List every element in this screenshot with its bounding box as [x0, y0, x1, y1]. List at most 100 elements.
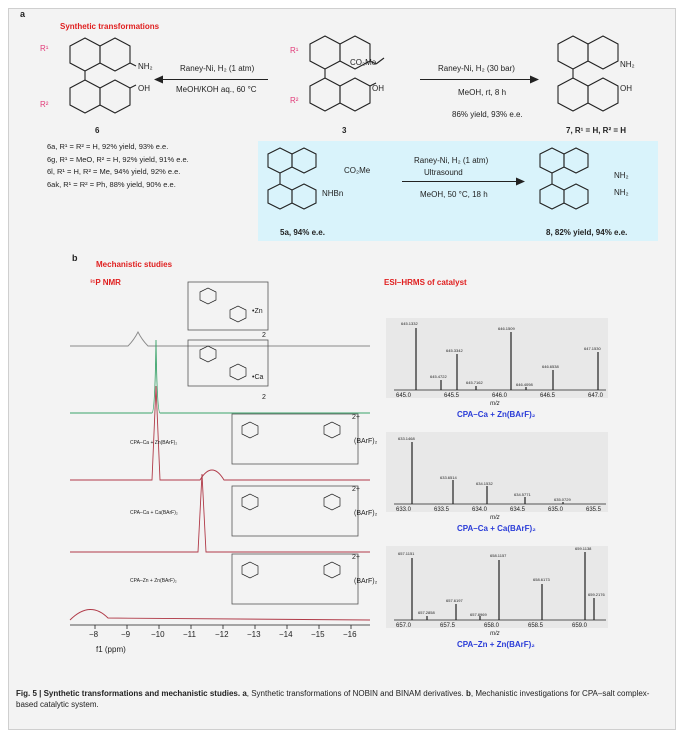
sub-2-label-a: 2	[262, 332, 266, 339]
ms2-peak: 633.1468	[398, 436, 415, 441]
panel-a-title: Synthetic transformations	[60, 22, 160, 31]
caption-a-text: , Synthetic transformations of NOBIN and…	[246, 689, 464, 698]
molecule-6	[69, 37, 137, 114]
left-cond-2: MeOH/KOH aq., 60 °C	[176, 85, 257, 94]
sub-2-label-b: 2	[262, 394, 266, 401]
inset-arrow	[402, 181, 520, 182]
zn-salt-label: •Zn	[252, 308, 263, 315]
barf-label-3: (BArF)₂	[354, 578, 378, 585]
ms2-tick: 633.5	[434, 507, 450, 513]
ms1-tick: 646.5	[540, 393, 556, 399]
ms3-tick: 658.0	[484, 623, 500, 629]
derivative-list: 6a, R¹ = R² = H, 92% yield, 93% e.e. 6g,…	[47, 141, 189, 191]
charge-label-2: 2+	[352, 486, 360, 493]
caption-figlabel: Fig. 5 | Synthetic transformations and m…	[16, 689, 241, 698]
mixture-label-1: CPA–Ca + Zn(BArF)₂	[130, 440, 178, 446]
mixture-label-3: CPA–Zn + Zn(BArF)₂	[130, 578, 177, 584]
ms3-tick: 657.5	[440, 623, 456, 629]
ms1-title: CPA–Ca + Zn(BArF)₂	[457, 410, 536, 419]
nmr-tick: −16	[343, 630, 357, 639]
caption-a-label: a	[242, 689, 247, 698]
nmr-tick: −14	[279, 630, 293, 639]
inset-cond-1: Raney-Ni, H₂ (1 atm)	[414, 156, 489, 165]
nmr-spectra	[69, 281, 371, 629]
ms3-tick: 659.0	[572, 623, 588, 629]
molecule-3	[309, 35, 385, 112]
oh-label-6: OH	[138, 84, 150, 93]
ca-salt-label: •Ca	[252, 374, 264, 381]
nh2-label-6: NH₂	[138, 62, 153, 71]
nmr-tick: −15	[311, 630, 325, 639]
ms-panel-2	[386, 432, 608, 512]
ms1-peak: 647.1530	[584, 346, 601, 351]
molecule-8	[539, 147, 589, 210]
inset-arrowhead-icon	[516, 177, 525, 186]
ms-spectrum-2	[394, 442, 606, 505]
derivative-item: 6l, R¹ = H, R² = Me, 94% yield, 92% e.e.	[47, 167, 181, 176]
left-arrow	[158, 79, 268, 80]
oh-label-7: OH	[620, 84, 632, 93]
co2me-label-3: CO₂Me	[350, 58, 377, 67]
ms1-peak: 646.1509	[498, 326, 515, 331]
esi-title: ESI–HRMS of catalyst	[384, 278, 467, 287]
ms3-tick: 658.5	[528, 623, 544, 629]
ms1-tick: 645.0	[396, 393, 412, 399]
ms1-peak: 645.3342	[446, 348, 463, 353]
caption-b-text: , Mechanistic investigations for CPA–sal…	[16, 689, 650, 709]
barf-label-1: (BArF)₂	[354, 438, 378, 445]
right-arrowhead-icon	[530, 75, 539, 84]
ms3-peak: 657.2858	[418, 610, 435, 615]
ms-panel-1	[386, 318, 608, 398]
ms2-tick: 633.0	[396, 507, 412, 513]
ms-spectrum-1	[394, 328, 606, 391]
nhbn-label-5a: NHBn	[322, 189, 344, 198]
ms3-xlabel: m/z	[490, 631, 500, 637]
compound-6-number: 6	[95, 126, 100, 135]
derivative-item: 6g, R¹ = MeO, R² = H, 92% yield, 91% e.e…	[47, 154, 189, 164]
charge-label-1: 2+	[352, 414, 360, 421]
nmr-tick: −10	[151, 630, 165, 639]
ms3-peak: 657.1151	[398, 551, 415, 556]
nmr-tick: −9	[121, 630, 131, 639]
r2-label-6: R²	[40, 100, 49, 109]
r2-label-3: R²	[290, 96, 299, 105]
barf-label-2: (BArF)₂	[354, 510, 378, 517]
nh2-label-7: NH₂	[620, 60, 635, 69]
panel-b-letter: b	[72, 253, 78, 263]
inset-cond-3: MeOH, 50 °C, 18 h	[420, 190, 488, 199]
nmr-tick: −11	[183, 630, 196, 639]
nmr-tick: −13	[247, 630, 261, 639]
ms1-peak: 646.4098	[516, 382, 533, 387]
ms2-title: CPA–Ca + Ca(BArF)₂	[457, 524, 536, 533]
ms2-tick: 635.0	[548, 507, 564, 513]
ms1-xlabel: m/z	[490, 401, 500, 407]
ms-panel-3	[386, 546, 608, 628]
inset-5a-label: 5a, 94% e.e.	[280, 228, 325, 237]
ms2-peak: 634.5771	[514, 492, 531, 497]
derivative-item: 6ak, R¹ = R² = Ph, 88% yield, 90% e.e.	[47, 179, 176, 189]
molecule-7	[557, 35, 619, 112]
ms2-peak: 635.0729	[554, 497, 571, 502]
panel-b-title: Mechanistic studies	[96, 260, 173, 269]
molecule-5a	[267, 147, 317, 210]
left-cond-1: Raney-Ni, H₂ (1 atm)	[180, 64, 255, 73]
caption-b-label: b	[465, 689, 471, 698]
nh2-label-8b: NH₂	[614, 188, 629, 197]
ms-spectrum-3	[394, 552, 606, 621]
ms1-peak: 645.1332	[401, 321, 418, 326]
inset-cond-2: Ultrasound	[424, 168, 463, 177]
ms3-peak: 659.2176	[588, 592, 605, 597]
figure-caption: Fig. 5 | Synthetic transformations and m…	[16, 688, 666, 710]
compound-3-number: 3	[342, 126, 347, 135]
r1-label-6: R¹	[40, 44, 49, 53]
ms3-peak: 659.1138	[575, 546, 592, 551]
derivative-item: 6a, R¹ = R² = H, 92% yield, 93% e.e.	[47, 142, 169, 151]
nh2-label-8a: NH₂	[614, 171, 629, 180]
compound-7-label: 7, R¹ = H, R² = H	[566, 126, 627, 135]
nmr-tick: −12	[215, 630, 229, 639]
inset-box	[258, 141, 658, 241]
ms3-tick: 657.0	[396, 623, 412, 629]
ms1-tick: 645.5	[444, 393, 460, 399]
ms3-peak: 657.6197	[446, 598, 463, 603]
right-arrow	[420, 79, 534, 80]
